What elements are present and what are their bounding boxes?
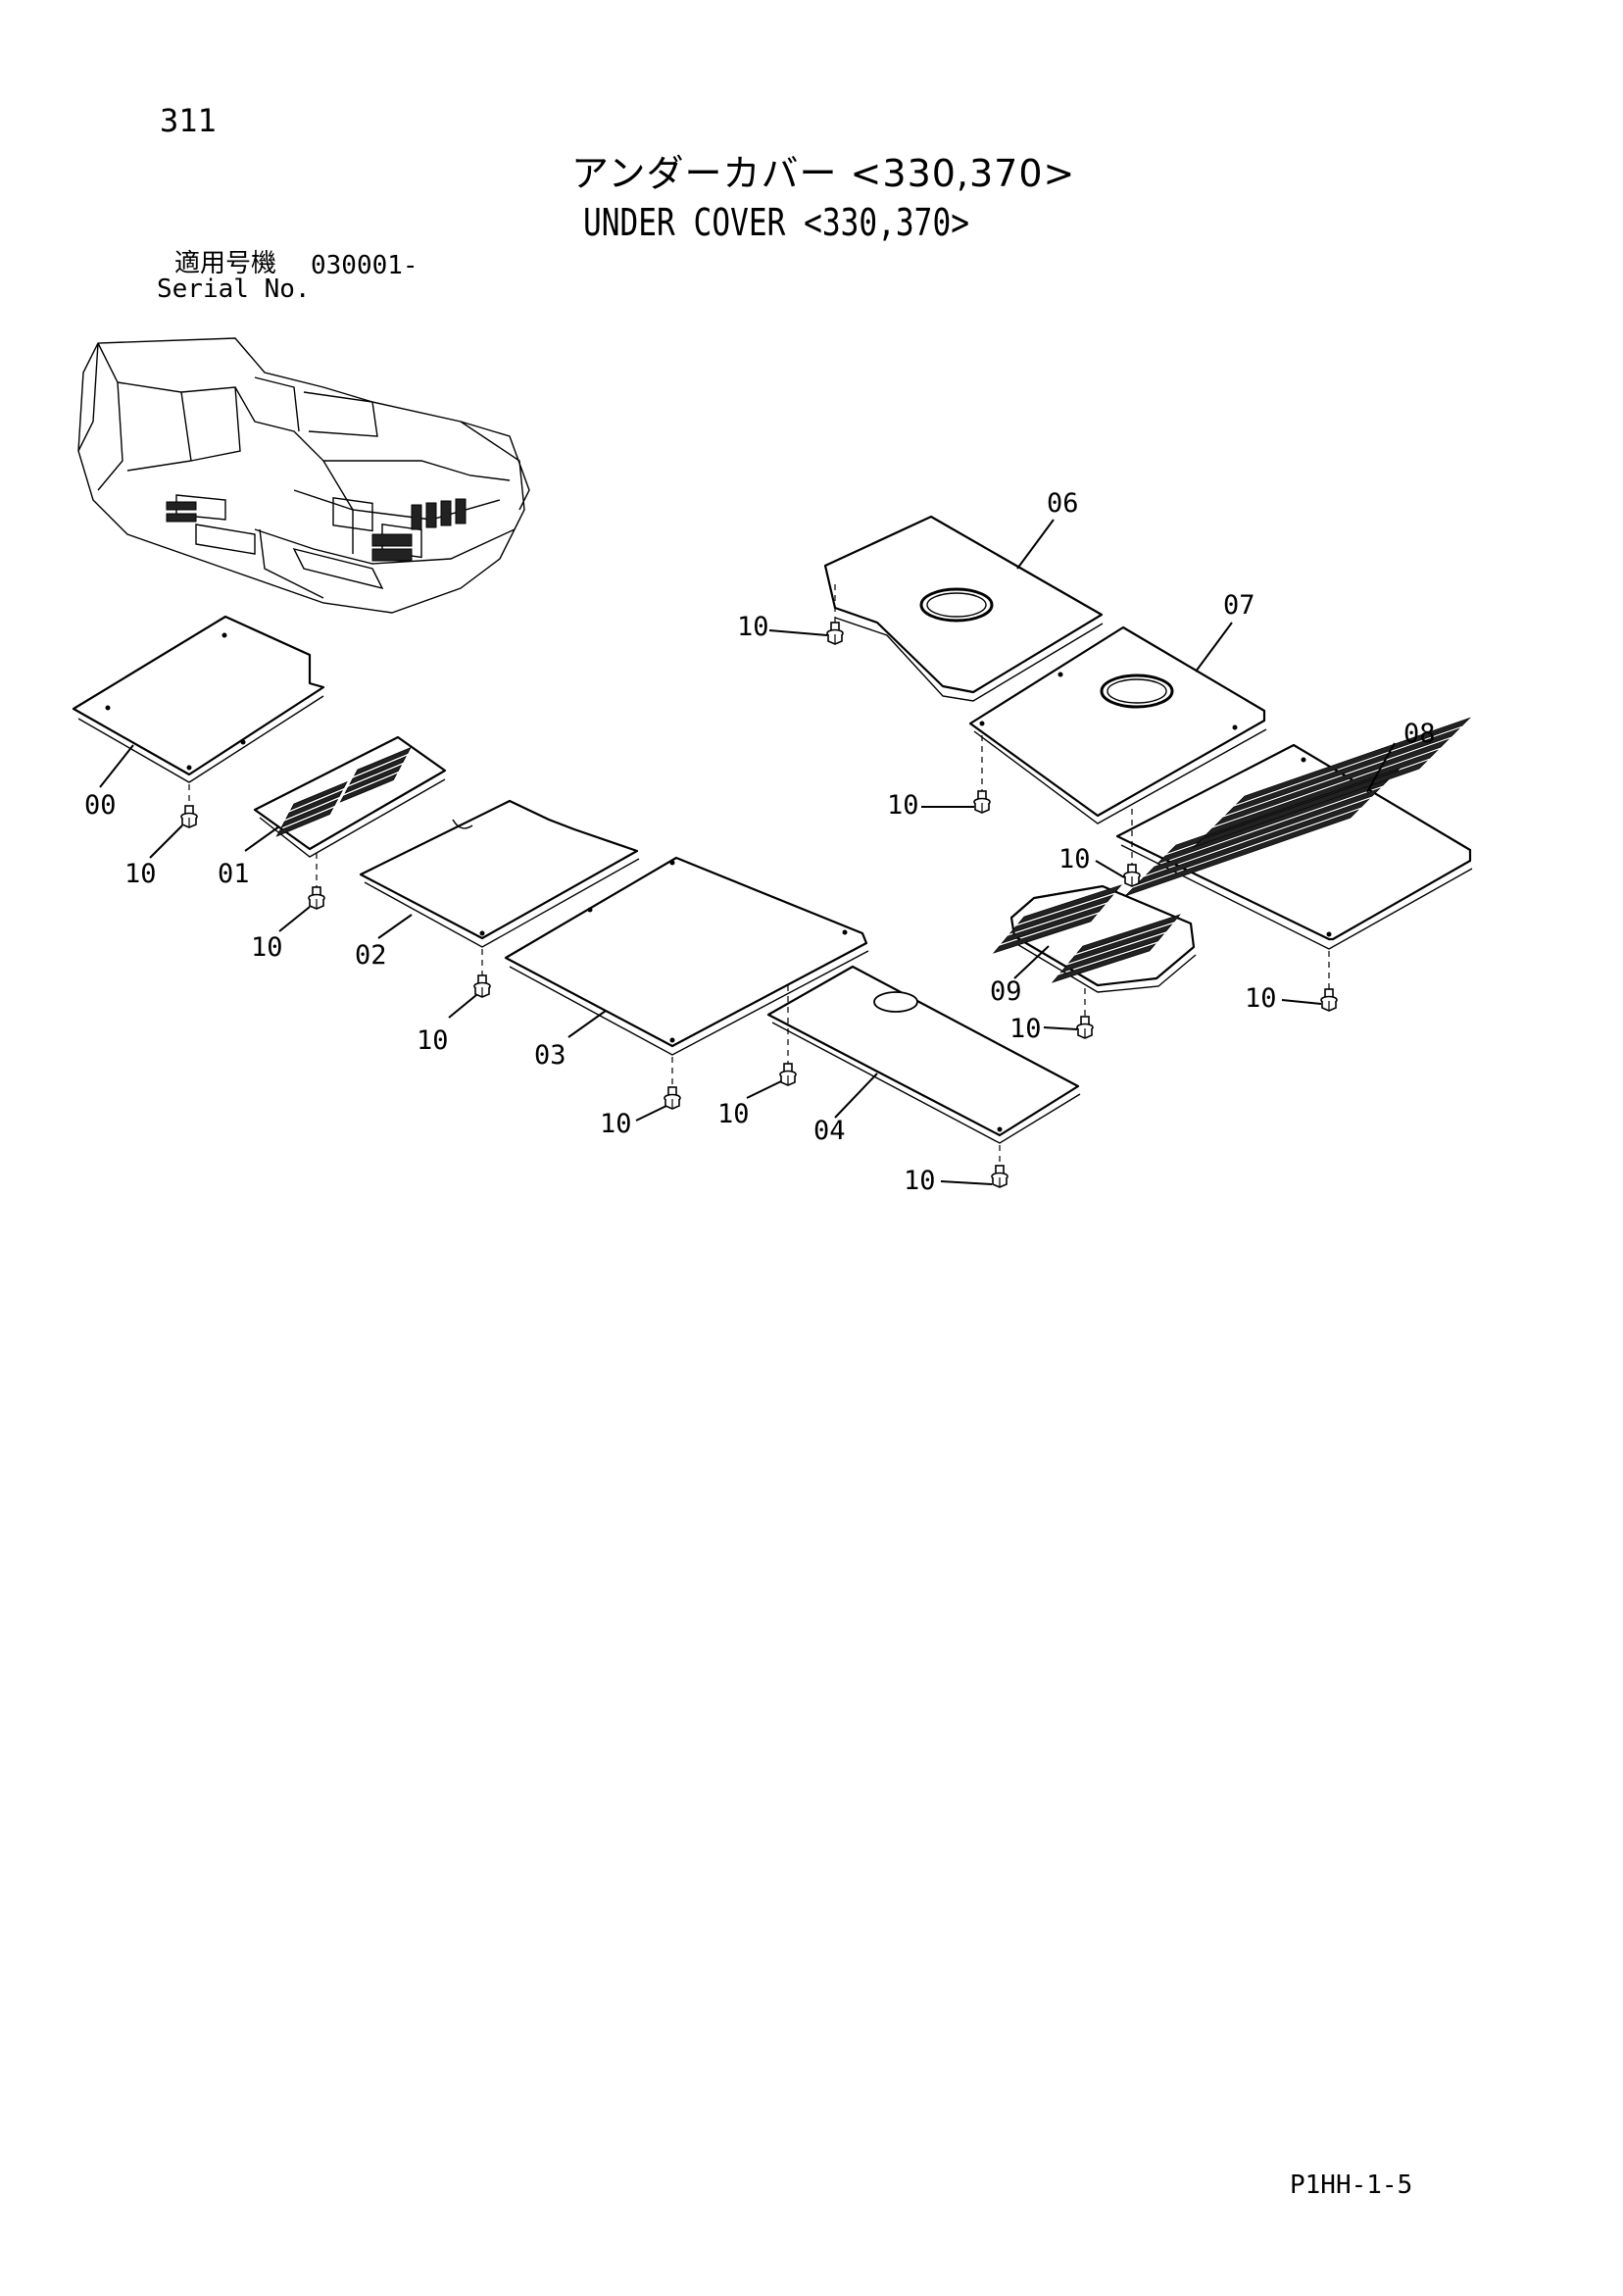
part-04-under-cover bbox=[766, 965, 1081, 1144]
bolt-icon bbox=[1320, 988, 1338, 1012]
serial-label-english: Serial No. bbox=[157, 275, 311, 304]
callout-08: 08 bbox=[1403, 719, 1436, 749]
callout-00: 00 bbox=[84, 790, 117, 821]
bolt-icon bbox=[308, 886, 325, 910]
callout-01: 01 bbox=[218, 859, 250, 889]
page-number: 311 bbox=[160, 102, 217, 139]
leader-lines bbox=[99, 519, 1396, 1185]
callout-03: 03 bbox=[534, 1040, 566, 1071]
page-title-japanese: アンダーカバー <330,370> bbox=[571, 152, 1076, 195]
callout-10: 10 bbox=[1009, 1014, 1042, 1044]
bolt-icon bbox=[779, 1063, 797, 1086]
callout-10: 10 bbox=[124, 859, 157, 889]
bolt-icon bbox=[473, 974, 491, 998]
callout-06: 06 bbox=[1047, 488, 1079, 519]
part-07-under-cover bbox=[968, 625, 1267, 824]
callout-10: 10 bbox=[251, 932, 283, 963]
part-02-under-cover bbox=[359, 799, 640, 948]
callout-04: 04 bbox=[813, 1116, 846, 1146]
serial-number-value: 030001- bbox=[311, 251, 418, 280]
callout-02: 02 bbox=[355, 940, 387, 971]
callout-10: 10 bbox=[904, 1166, 936, 1196]
bolt-icon bbox=[826, 622, 844, 645]
callout-10: 10 bbox=[1245, 983, 1277, 1014]
callout-10: 10 bbox=[417, 1025, 449, 1056]
bolt-icon bbox=[1076, 1016, 1094, 1039]
serial-label-japanese: 適用号機 bbox=[174, 249, 277, 278]
part-09-vented-cover bbox=[992, 884, 1197, 993]
machine-overview-drawing bbox=[77, 337, 530, 614]
part-06-under-cover bbox=[823, 515, 1104, 702]
callout-10: 10 bbox=[737, 612, 769, 642]
page-title-english: UNDER COVER <330,370> bbox=[583, 201, 969, 244]
part-00-under-cover bbox=[72, 615, 325, 783]
bolt-icon bbox=[664, 1086, 681, 1110]
assembly-guide-lines bbox=[188, 584, 1330, 1167]
part-08-vented-cover bbox=[1115, 717, 1473, 950]
part-01-vented-cover bbox=[253, 735, 447, 858]
callout-10: 10 bbox=[717, 1099, 750, 1129]
bolt-icon bbox=[180, 805, 198, 828]
callout-10: 10 bbox=[600, 1109, 632, 1139]
callout-10: 10 bbox=[887, 790, 919, 821]
callout-09: 09 bbox=[990, 976, 1022, 1007]
callout-10: 10 bbox=[1058, 844, 1091, 874]
bolt-icon bbox=[991, 1165, 1008, 1188]
part-03-under-cover bbox=[504, 856, 869, 1056]
bolt-icon bbox=[973, 790, 991, 814]
bolt-icon bbox=[1123, 864, 1141, 887]
callout-07: 07 bbox=[1223, 590, 1255, 621]
document-code: P1HH-1-5 bbox=[1290, 2171, 1413, 2200]
